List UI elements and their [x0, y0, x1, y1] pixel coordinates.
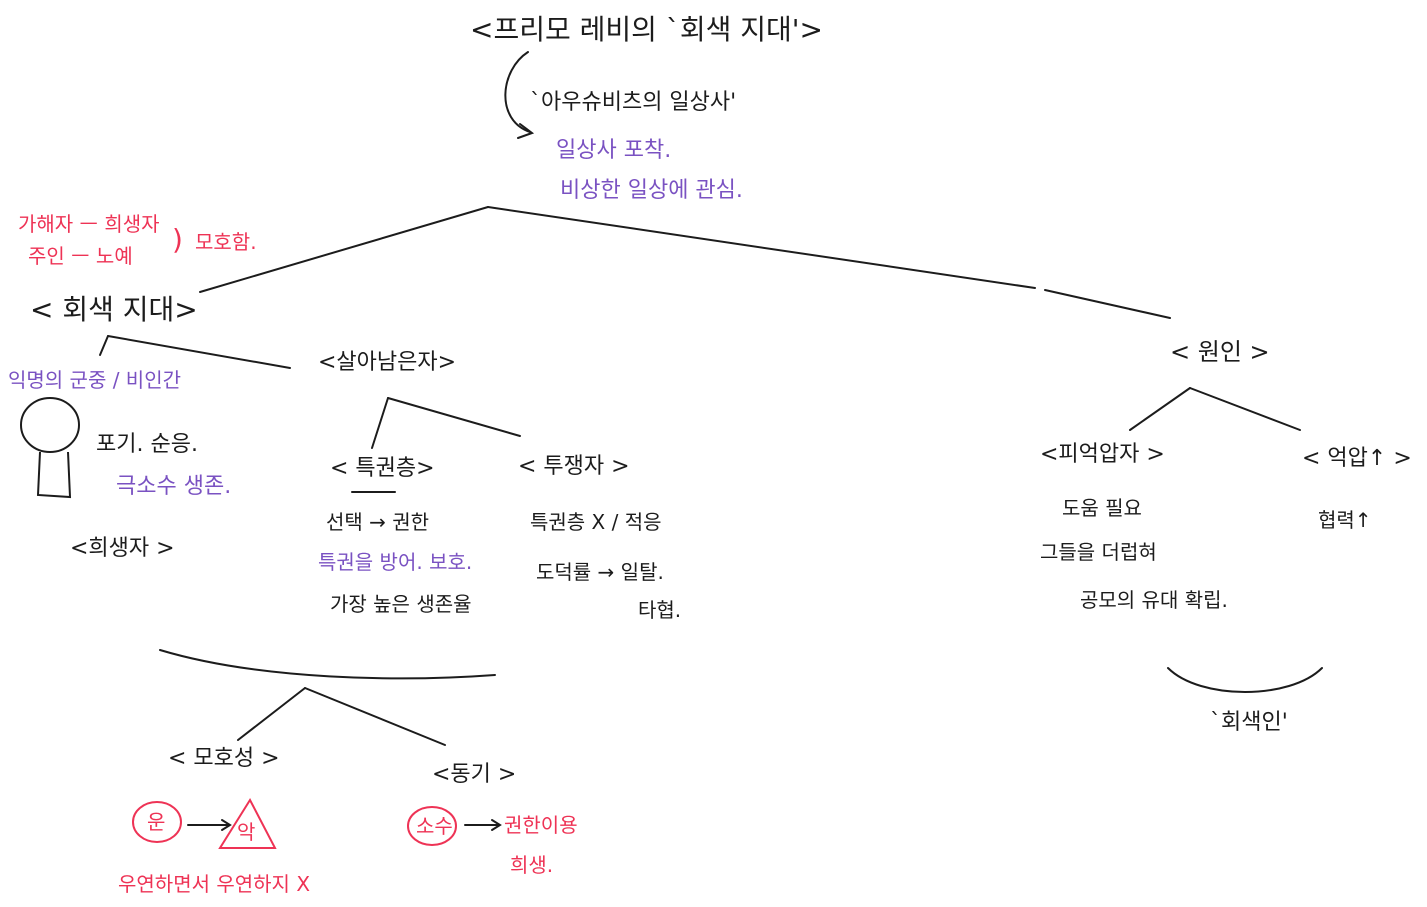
ambiguity-arrow	[187, 819, 232, 831]
gray-zone-label: < 회색 지대>	[30, 293, 198, 326]
oppressed-label: <피억압자 >	[1040, 442, 1165, 467]
oppressed-line-1: 도움 필요	[1062, 496, 1142, 520]
victim-desc-2: 극소수 생존.	[116, 474, 232, 499]
oppressed-line-2: 그들을 더럽혀	[1040, 540, 1157, 564]
intro-curve-arrow	[504, 51, 531, 133]
motive-arrow	[464, 819, 502, 831]
bottom-arc	[159, 649, 496, 680]
victim-label: <희생자 >	[70, 536, 175, 561]
bottom-branch-left	[237, 687, 306, 741]
cause-arc	[1167, 667, 1323, 693]
ambiguity-note: 우연하면서 우연하지 X	[118, 872, 311, 896]
motive-arrow-text: 권한이용	[504, 813, 578, 837]
motive-note: 희생.	[510, 853, 554, 877]
surv-branch-right	[387, 397, 521, 437]
evil-triangle-text: 악	[237, 820, 256, 844]
main-branch-left	[199, 206, 489, 293]
privileged-line-2: 특권을 방어. 보호.	[318, 550, 473, 574]
struggler-line-2: 도덕률 → 일탈.	[536, 560, 664, 584]
intro-arrow-head	[517, 123, 535, 139]
luck-circle-text: 운	[147, 810, 166, 834]
person-icon	[20, 397, 80, 499]
gray-man-label: `회색인'	[1210, 710, 1288, 735]
oppressor-label: < 억압↑ >	[1302, 446, 1412, 471]
page-title: <프리모 레비의 `회색 지대'>	[470, 13, 823, 46]
victim-desc-1: 포기. 순응.	[96, 432, 198, 457]
oppressed-line-3: 공모의 유대 확립.	[1080, 588, 1228, 612]
cause-label: < 원인 >	[1170, 338, 1270, 366]
main-branch-right	[487, 206, 1036, 289]
struggler-line-3: 타협.	[638, 598, 682, 622]
luck-circle-icon	[132, 801, 182, 843]
gz-branch-top	[107, 335, 291, 369]
minority-circle-icon	[407, 806, 457, 846]
struggler-line-1: 특권층 X / 적응	[530, 510, 662, 534]
ambiguity-label: < 모호성 >	[168, 746, 280, 771]
anonymous-mass-label: 익명의 군중 / 비인간	[8, 368, 182, 392]
cause-branch-left	[1129, 387, 1191, 431]
annotation-bracket: )	[172, 223, 183, 256]
intro-note-2: 비상한 일상에 관심.	[560, 178, 743, 203]
main-branch-right-end	[1044, 289, 1171, 319]
intro-note-1: 일상사 포착.	[556, 138, 672, 163]
minority-circle-text: 소수	[416, 814, 453, 838]
annotation-line-1: 가해자 ㅡ 희생자	[18, 212, 160, 236]
bottom-branch-right	[304, 687, 446, 746]
privileged-label: < 특권층>	[330, 456, 435, 481]
cause-branch-right	[1189, 387, 1301, 431]
annotation-line-2: 주인 ㅡ 노예	[28, 244, 133, 268]
privileged-line-3: 가장 높은 생존율	[330, 592, 472, 616]
survivors-label: <살아남은자>	[318, 350, 457, 375]
motive-label: <동기 >	[432, 762, 517, 787]
intro-subtitle: `아우슈비츠의 일상사'	[530, 90, 737, 115]
evil-triangle-icon	[218, 797, 277, 849]
surv-branch-left	[371, 397, 389, 449]
oppressor-line-1: 협력↑	[1318, 508, 1372, 532]
struggler-label: < 투쟁자 >	[518, 454, 630, 479]
privileged-line-1: 선택 → 권한	[326, 510, 430, 534]
gz-branch-left	[99, 335, 109, 356]
annotation-tag: 모호함.	[195, 230, 257, 254]
